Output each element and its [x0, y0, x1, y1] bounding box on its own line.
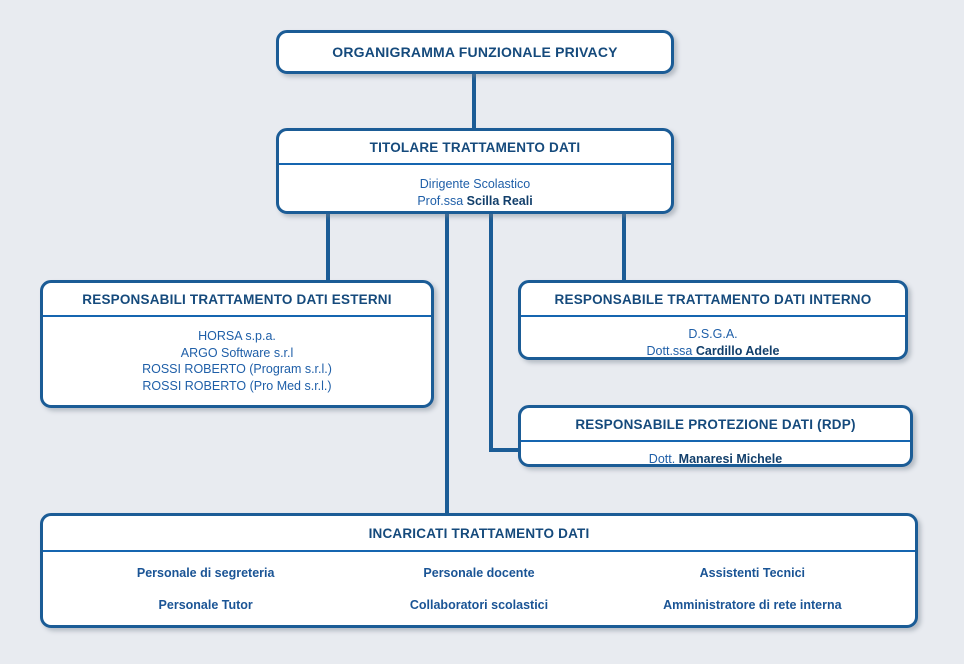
esterni-item: HORSA s.p.a. — [198, 329, 276, 343]
rdp-person-name: Manaresi Michele — [678, 452, 783, 466]
box-incaricati-trattamento-dati[interactable]: INCARICATI TRATTAMENTO DATI Personale di… — [40, 513, 918, 628]
esterni-header: RESPONSABILI TRATTAMENTO DATI ESTERNI — [43, 283, 431, 317]
box-responsabile-trattamento-dati-interno[interactable]: RESPONSABILE TRATTAMENTO DATI INTERNO D.… — [518, 280, 908, 360]
interno-body: D.S.G.A. Dott.ssa Cardillo Adele — [521, 317, 905, 358]
interno-header: RESPONSABILE TRATTAMENTO DATI INTERNO — [521, 283, 905, 317]
incaricati-cell: Personale docente — [423, 566, 535, 580]
titolare-role: Dirigente Scolastico — [419, 177, 531, 191]
incaricati-cell: Personale di segreteria — [136, 566, 275, 580]
interno-person-prefix: Dott.ssa — [646, 343, 696, 358]
connector-root-to-titolare — [472, 72, 476, 130]
interno-role: D.S.G.A. — [688, 327, 738, 341]
connector-titolare-to-rdp-vertical — [489, 212, 493, 452]
incaricati-cell: Assistenti Tecnici — [699, 566, 805, 580]
incaricati-grid: Personale di segreteria Personale docent… — [69, 566, 889, 612]
incaricati-cell: Collaboratori scolastici — [409, 598, 549, 612]
connector-titolare-to-interno — [622, 212, 626, 282]
box-responsabili-trattamento-dati-esterni[interactable]: RESPONSABILI TRATTAMENTO DATI ESTERNI HO… — [40, 280, 434, 408]
connector-titolare-to-incaricati — [445, 212, 449, 515]
rdp-body: Dott. Manaresi Michele — [521, 442, 910, 466]
box-titolare-trattamento-dati[interactable]: TITOLARE TRATTAMENTO DATI Dirigente Scol… — [276, 128, 674, 214]
titolare-body: Dirigente Scolastico Prof.ssa Scilla Rea… — [279, 165, 671, 209]
titolare-person-prefix: Prof.ssa — [417, 193, 467, 208]
incaricati-cell: Personale Tutor — [158, 598, 253, 612]
esterni-item: ROSSI ROBERTO (Pro Med s.r.l.) — [142, 378, 332, 393]
interno-person: Dott.ssa Cardillo Adele — [521, 343, 905, 358]
interno-person-name: Cardillo Adele — [695, 343, 780, 358]
esterni-item: ARGO Software s.r.l — [180, 345, 294, 360]
rdp-header: RESPONSABILE PROTEZIONE DATI (RDP) — [521, 408, 910, 442]
esterni-item: ROSSI ROBERTO (Program s.r.l.) — [142, 362, 332, 376]
connector-titolare-to-rdp-horizontal — [489, 448, 522, 452]
rdp-person-prefix: Dott. — [648, 452, 679, 466]
incaricati-header: INCARICATI TRATTAMENTO DATI — [43, 516, 915, 552]
titolare-person: Prof.ssa Scilla Reali — [279, 193, 671, 210]
box-organigramma-root[interactable]: ORGANIGRAMMA FUNZIONALE PRIVACY — [276, 30, 674, 74]
rdp-person: Dott. Manaresi Michele — [521, 451, 910, 466]
incaricati-body: Personale di segreteria Personale docent… — [43, 552, 915, 612]
esterni-body: HORSA s.p.a. ARGO Software s.r.l ROSSI R… — [43, 317, 431, 394]
box-responsabile-protezione-dati[interactable]: RESPONSABILE PROTEZIONE DATI (RDP) Dott.… — [518, 405, 913, 467]
titolare-person-name: Scilla Reali — [466, 193, 533, 208]
titolare-header: TITOLARE TRATTAMENTO DATI — [279, 131, 671, 165]
root-title: ORGANIGRAMMA FUNZIONALE PRIVACY — [332, 44, 618, 60]
incaricati-cell: Amministratore di rete interna — [663, 598, 842, 612]
connector-titolare-to-esterni — [326, 212, 330, 282]
